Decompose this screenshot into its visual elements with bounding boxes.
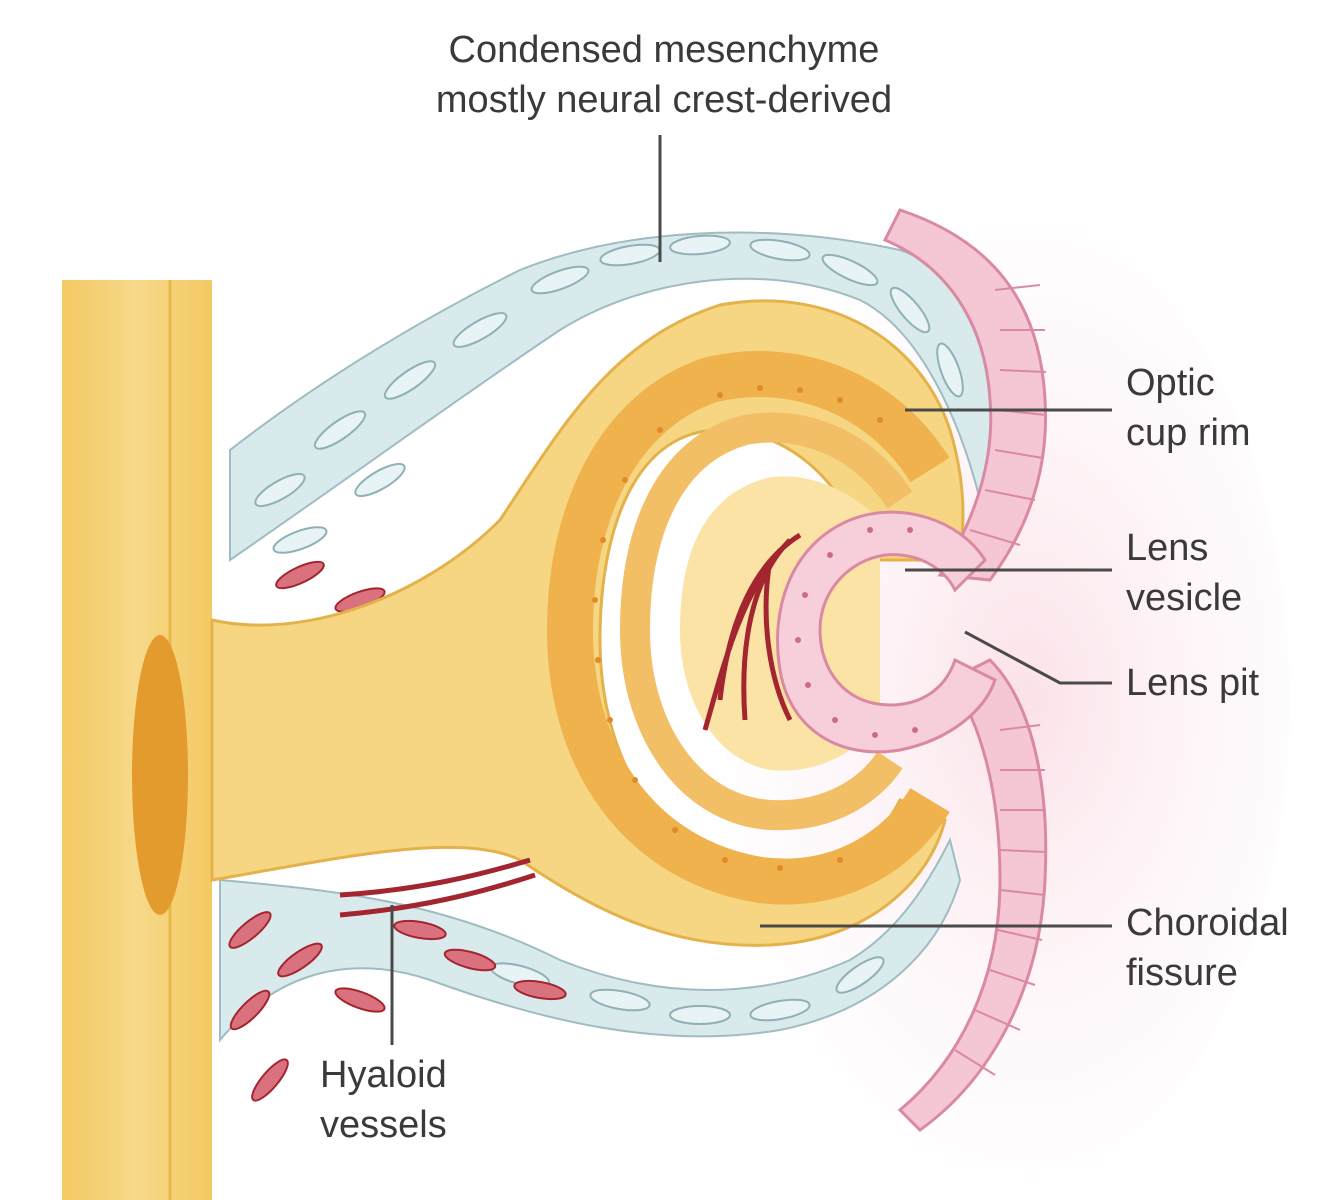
surface-ectoderm (882, 208, 1048, 1132)
label-choroidal-fissure-line2: fissure (1126, 952, 1238, 994)
blood-cells (228, 560, 567, 1102)
leader-lines (390, 135, 1112, 1045)
label-optic-cup-rim-line2: cup rim (1126, 412, 1251, 454)
label-condensed-mesenchyme: Condensed mesenchyme mostly neural crest… (404, 25, 924, 125)
label-hyaloid-vessels: Hyaloid vessels (320, 1050, 447, 1150)
mesenchyme-cells (254, 234, 964, 1025)
hyaloid-vessel-strands (339, 532, 802, 918)
mesenchyme-lower (219, 837, 962, 1043)
label-hyaloid-vessels-line1: Hyaloid (320, 1054, 447, 1096)
label-choroidal-fissure: Choroidal fissure (1126, 898, 1289, 998)
label-lens-pit: Lens pit (1126, 658, 1259, 708)
label-condensed-mesenchyme-line2: mostly neural crest-derived (435, 79, 893, 121)
leader-lens-pit (964, 630, 1112, 685)
neural-canal (132, 635, 188, 915)
optic-cup-inner-layer (619, 412, 913, 831)
lens-vesicle (776, 510, 997, 754)
label-lens-vesicle: Lens vesicle (1126, 523, 1242, 623)
label-optic-cup-rim-line1: Optic (1126, 362, 1215, 404)
label-hyaloid-vessels-line2: vessels (320, 1104, 447, 1146)
label-condensed-mesenchyme-line1: Condensed mesenchyme (448, 29, 880, 71)
label-choroidal-fissure-line1: Choroidal (1126, 902, 1289, 944)
lens-vesicle-cell-dots (795, 527, 918, 738)
neural-tube-wall (62, 280, 212, 1200)
label-optic-cup-rim: Optic cup rim (1126, 358, 1251, 458)
optic-cup-outer-layer (546, 351, 950, 905)
optic-cup-cell-dots (592, 385, 883, 871)
ectoderm-cells (954, 284, 1047, 1076)
label-lens-pit-line1: Lens pit (1126, 662, 1260, 704)
label-lens-vesicle-line1: Lens (1126, 527, 1209, 569)
label-lens-vesicle-line2: vesicle (1126, 577, 1243, 619)
